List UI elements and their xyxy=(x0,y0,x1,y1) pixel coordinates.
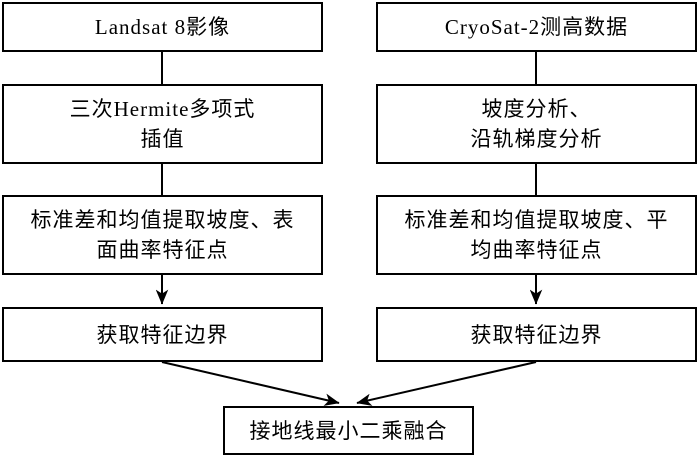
box-hermite-interpolation-line2: 插值 xyxy=(140,127,185,151)
box-cryosat2-data: CryoSat-2测高数据 xyxy=(376,2,697,52)
arrow-right-4-merge xyxy=(356,361,537,406)
box-hermite-interpolation: 三次Hermite多项式 插值 xyxy=(2,84,323,164)
box-slope-gradient-analysis: 坡度分析、 沿轨梯度分析 xyxy=(376,84,697,164)
box-right-feature-extraction-line2: 均曲率特征点 xyxy=(470,238,603,262)
box-left-feature-extraction-line1: 标准差和均值提取坡度、表 xyxy=(30,208,295,232)
box-landsat8-image-text: Landsat 8影像 xyxy=(94,15,231,39)
box-left-feature-extraction-line2: 面曲率特征点 xyxy=(96,238,229,262)
box-left-feature-extraction: 标准差和均值提取坡度、表 面曲率特征点 xyxy=(2,195,323,275)
box-slope-gradient-analysis-line1: 坡度分析、 xyxy=(481,97,592,121)
box-right-feature-extraction: 标准差和均值提取坡度、平 均曲率特征点 xyxy=(376,195,697,275)
box-right-feature-extraction-line1: 标准差和均值提取坡度、平 xyxy=(404,208,669,232)
box-least-squares-fusion-text: 接地线最小二乘融合 xyxy=(249,418,448,443)
box-least-squares-fusion: 接地线最小二乘融合 xyxy=(223,406,474,455)
box-left-feature-boundary: 获取特征边界 xyxy=(2,307,323,362)
box-hermite-interpolation-line1: 三次Hermite多项式 xyxy=(69,97,256,121)
box-left-feature-boundary-text: 获取特征边界 xyxy=(96,322,229,347)
box-right-feature-boundary: 获取特征边界 xyxy=(376,307,697,362)
arrow-left-4-merge xyxy=(161,361,340,406)
box-right-feature-boundary-text: 获取特征边界 xyxy=(470,322,603,347)
box-cryosat2-data-text: CryoSat-2测高数据 xyxy=(444,15,629,39)
box-slope-gradient-analysis-line2: 沿轨梯度分析 xyxy=(470,127,603,151)
box-landsat8-image: Landsat 8影像 xyxy=(2,2,323,52)
